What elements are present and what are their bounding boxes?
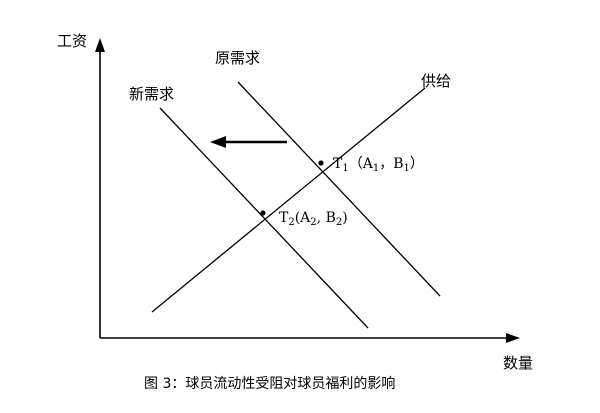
t1-label: T1（A1，B1） bbox=[333, 156, 424, 174]
new-demand-label: 新需求 bbox=[129, 85, 174, 103]
equilibrium-point-t1 bbox=[318, 160, 324, 166]
old-demand-curve bbox=[237, 81, 441, 297]
old-demand-label: 原需求 bbox=[215, 49, 260, 67]
shift-arrow-head bbox=[210, 136, 226, 148]
new-demand-curve bbox=[159, 107, 369, 329]
figure-caption: 图 3：球员流动性受阻对球员福利的影响 bbox=[144, 376, 395, 392]
supply-curve bbox=[151, 87, 426, 313]
supply-label: 供给 bbox=[421, 72, 451, 90]
x-axis-arrowhead bbox=[506, 333, 520, 343]
t2-label: T2(A2, B2) bbox=[279, 210, 348, 228]
y-axis-label: 工资 bbox=[57, 32, 87, 50]
equilibrium-point-t2 bbox=[260, 210, 266, 216]
y-axis-arrowhead bbox=[95, 38, 105, 52]
x-axis-label: 数量 bbox=[503, 354, 533, 372]
